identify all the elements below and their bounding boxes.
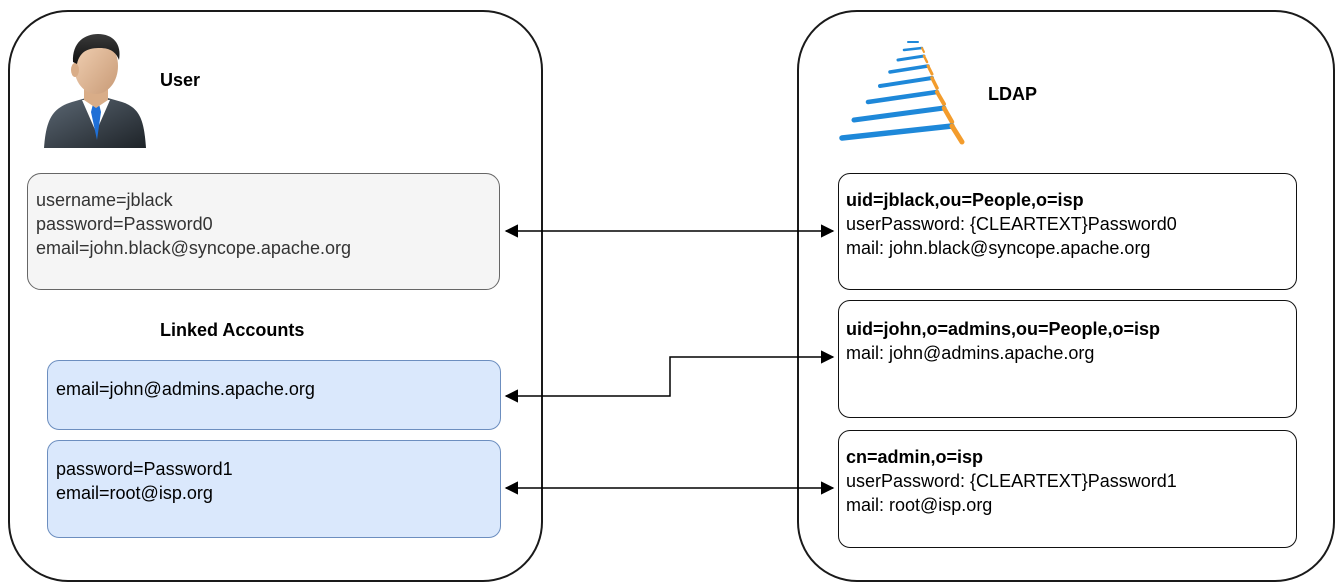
ldap-entry-1: uid=jblack,ou=People,o=isp userPassword:… [838,173,1297,290]
ldap-entry-2-mail: mail: john@admins.apache.org [846,343,1095,363]
linked-account-2: password=Password1 email=root@isp.org [47,440,501,538]
user-username: username=jblack [36,190,173,210]
businessman-icon [44,34,146,148]
ldap-entry-3: cn=admin,o=isp userPassword: {CLEARTEXT}… [838,430,1297,548]
ldap-entry-3-dn: cn=admin,o=isp [846,447,984,467]
ldap-entry-1-dn: uid=jblack,ou=People,o=isp [846,190,1084,210]
user-email: email=john.black@syncope.apache.org [36,238,351,258]
ldap-entry-1-password: userPassword: {CLEARTEXT}Password0 [846,214,1177,234]
linked-account-2-email: email=root@isp.org [56,483,213,503]
ldap-entry-2-dn: uid=john,o=admins,ou=People,o=isp [846,319,1161,339]
connector-linked-1-to-ldap-2 [504,350,835,403]
ldap-entry-1-mail: mail: john.black@syncope.apache.org [846,238,1151,258]
user-password: password=Password0 [36,214,213,234]
user-title: User [160,70,201,90]
linked-account-1: email=john@admins.apache.org [47,360,501,430]
linked-account-1-email: email=john@admins.apache.org [56,379,315,399]
linked-accounts-title: Linked Accounts [160,320,305,340]
ldap-title: LDAP [988,84,1037,104]
ldap-pyramid-icon [839,41,965,145]
ldap-entry-3-password: userPassword: {CLEARTEXT}Password1 [846,471,1177,491]
ldap-entry-3-mail: mail: root@isp.org [846,495,993,515]
linked-account-2-password: password=Password1 [56,459,233,479]
user-attributes-box: username=jblack password=Password0 email… [27,173,500,290]
ldap-entry-2: uid=john,o=admins,ou=People,o=isp mail: … [838,300,1297,418]
